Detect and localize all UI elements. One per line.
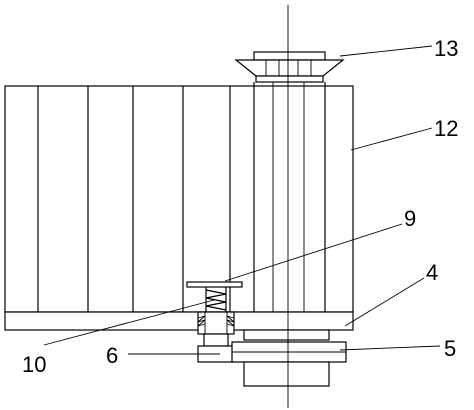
spring-10 xyxy=(205,289,227,311)
pin-assembly xyxy=(186,281,243,347)
lower-shaft xyxy=(243,361,330,387)
leader-12 xyxy=(350,127,433,151)
cap-13 xyxy=(234,51,345,83)
leader-lines xyxy=(43,45,441,355)
pin-lower-block xyxy=(203,333,229,347)
hub-collar xyxy=(243,329,330,341)
label-9: 9 xyxy=(404,206,416,231)
cap-flange xyxy=(234,59,345,77)
housing-outline xyxy=(4,85,354,313)
sleeve-thread-left xyxy=(197,315,206,327)
leader-10 xyxy=(43,299,215,346)
leader-5 xyxy=(339,345,441,351)
cap-top xyxy=(253,51,326,61)
leader-4 xyxy=(344,277,425,327)
leader-13 xyxy=(339,45,433,57)
housing-12 xyxy=(4,82,354,313)
label-4: 4 xyxy=(426,260,438,285)
label-10: 10 xyxy=(22,352,46,377)
label-13: 13 xyxy=(434,36,458,61)
lower-hub xyxy=(197,329,347,387)
label-5: 5 xyxy=(444,336,456,361)
cap-neck xyxy=(255,75,324,83)
sleeve-thread-right xyxy=(226,315,235,327)
label-12: 12 xyxy=(434,116,458,141)
label-6: 6 xyxy=(106,343,118,368)
base-plate-4 xyxy=(4,311,354,331)
pin-head-9 xyxy=(186,281,243,288)
leader-9 xyxy=(224,223,403,282)
pin-sleeve xyxy=(197,311,235,335)
